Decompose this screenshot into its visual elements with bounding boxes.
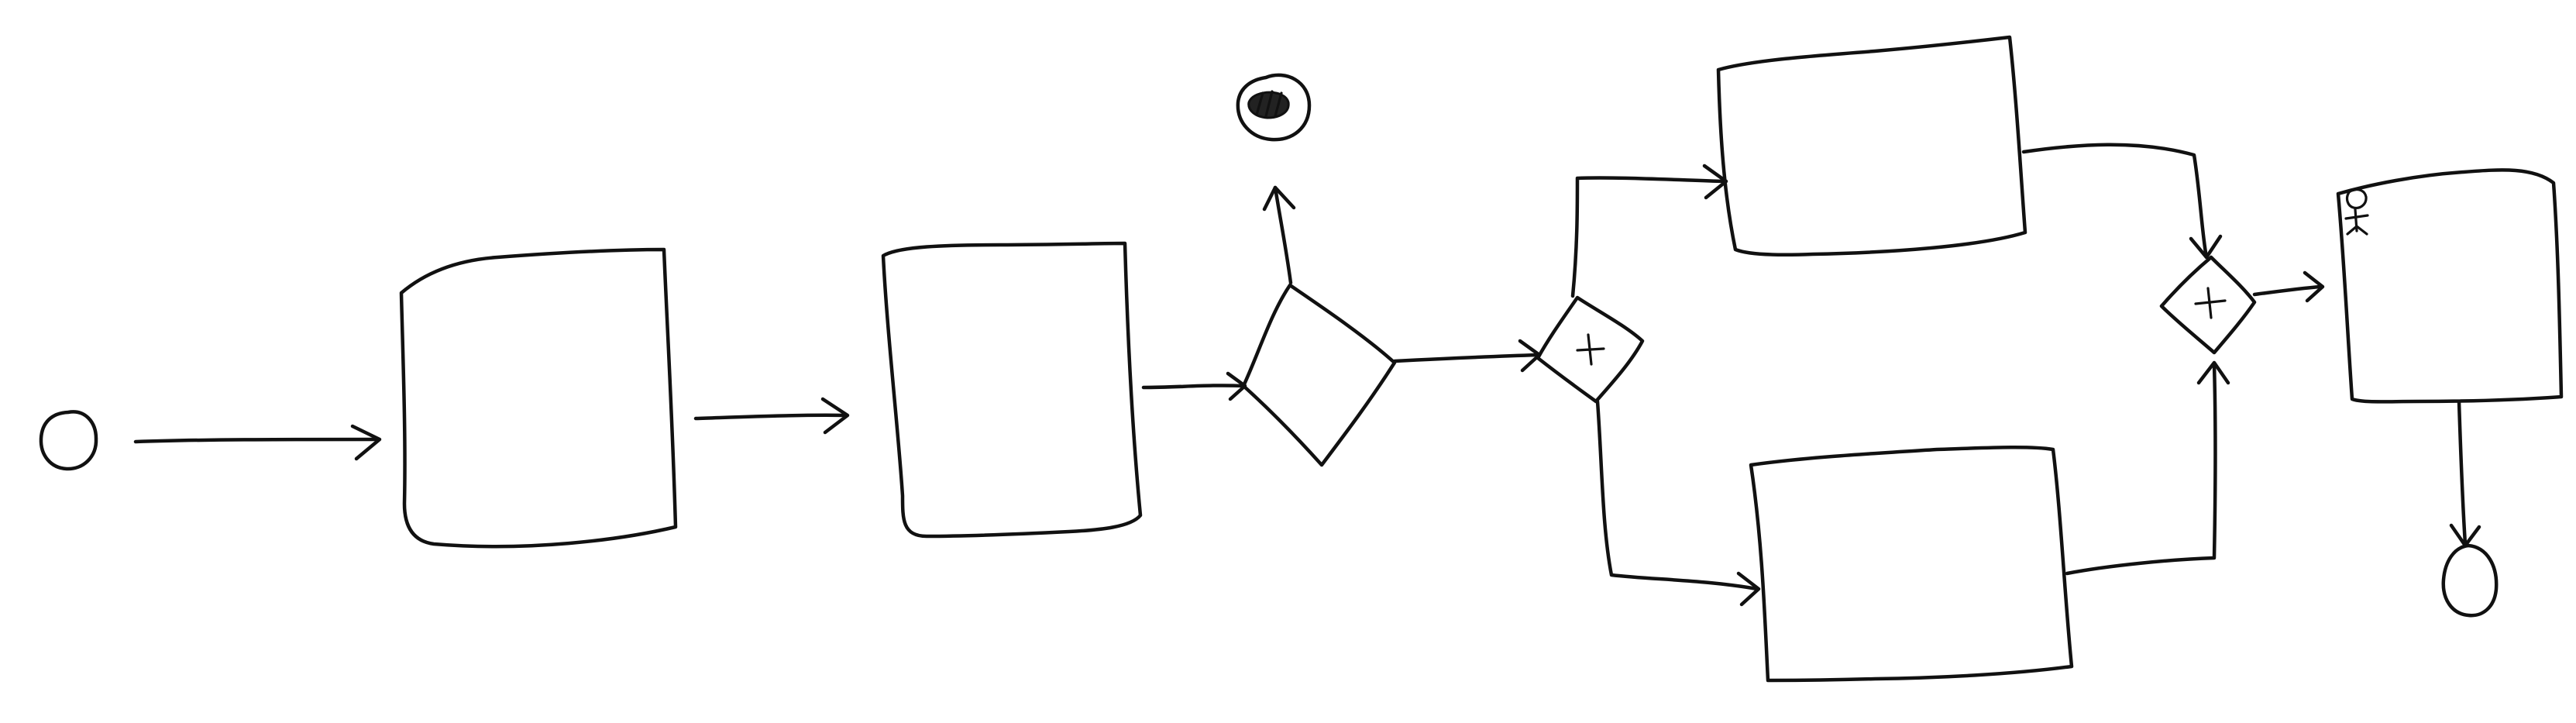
flow-user-task-to-end [2449, 399, 2481, 548]
flow-upper-task-to-join [2021, 143, 2223, 260]
task-upper-branch[interactable] [1716, 35, 2027, 256]
start-event[interactable] [39, 410, 98, 471]
task-lower-branch[interactable] [1749, 446, 2074, 683]
flow-start-to-task-1 [133, 424, 382, 461]
flow-task-1-to-task-2 [693, 397, 850, 435]
flow-gateway-to-error-end [1262, 185, 1296, 285]
parallel-split-gateway[interactable] [1536, 295, 1645, 404]
flow-lower-task-to-join [2065, 360, 2230, 576]
flow-split-to-upper-task [1570, 164, 1728, 298]
task-2[interactable] [881, 241, 1143, 539]
parallel-join-gateway[interactable] [2159, 255, 2257, 355]
task-1[interactable] [399, 247, 678, 549]
end-event[interactable] [2441, 543, 2499, 618]
flow-split-to-lower-task [1595, 399, 1761, 607]
flow-join-to-user-task [2252, 270, 2325, 303]
person-icon [2344, 188, 2369, 236]
flow-gateway-to-parallel-split [1392, 339, 1542, 373]
user-task[interactable] [2336, 168, 2564, 404]
exclusive-gateway[interactable] [1241, 283, 1397, 467]
error-end-event[interactable] [1236, 73, 1312, 142]
flow-task-2-to-gateway [1141, 371, 1247, 401]
